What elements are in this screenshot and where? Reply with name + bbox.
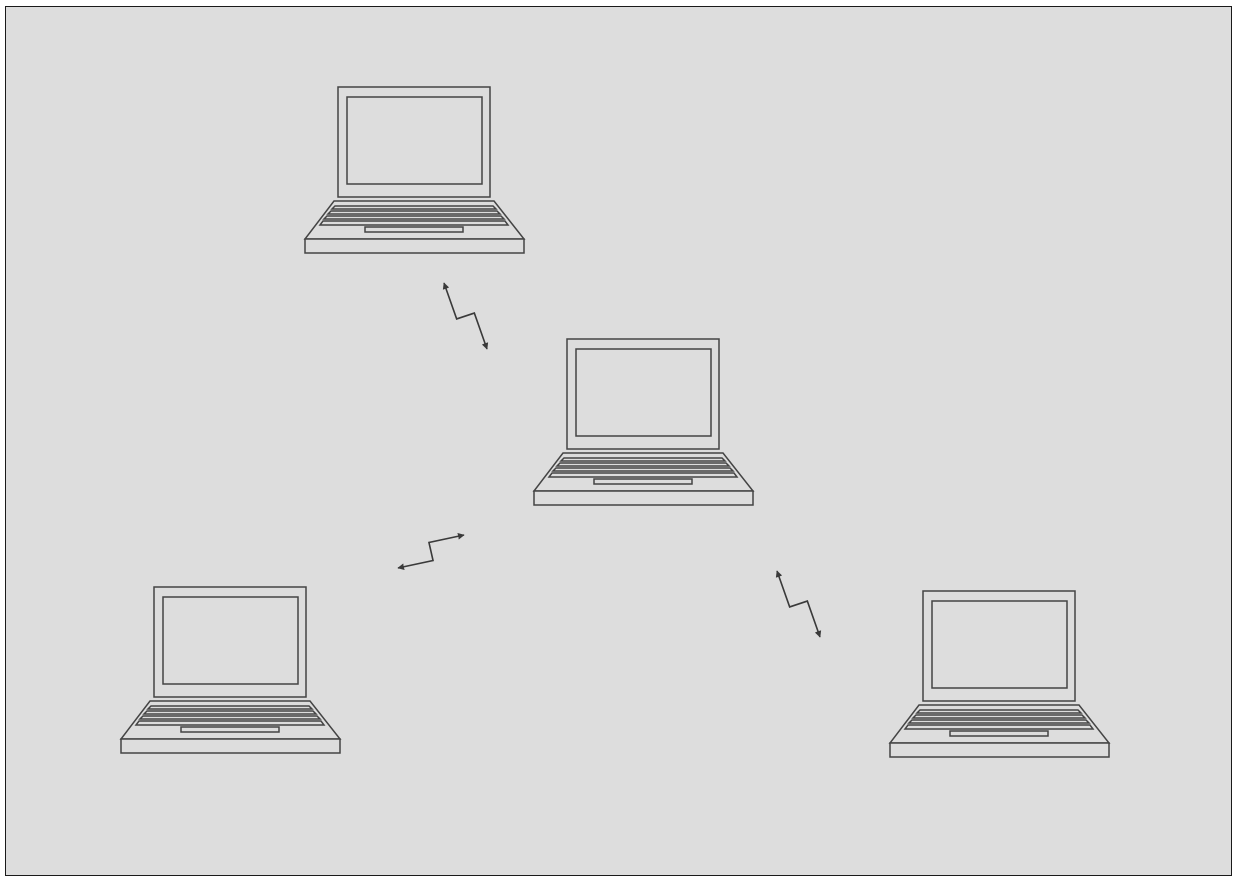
keyboard-row	[559, 457, 727, 462]
keyboard-row	[907, 719, 1091, 724]
keyboard-row	[547, 472, 739, 478]
laptop-bottom-right	[888, 590, 1111, 758]
laptop-trackpad	[593, 478, 693, 485]
laptop-base	[304, 238, 525, 254]
network-diagram	[5, 6, 1232, 876]
keyboard-row	[903, 724, 1095, 730]
laptop-bottom-left	[119, 586, 342, 754]
link-top-center	[442, 282, 489, 350]
link-bottom-left-center	[397, 532, 465, 571]
laptop-screen	[931, 600, 1068, 689]
keyboard-row	[138, 715, 322, 720]
keyboard-row	[326, 210, 502, 215]
network-diagram-canvas	[119, 86, 1111, 758]
laptop-screen	[162, 596, 299, 685]
keyboard-row	[142, 710, 318, 715]
laptop-center	[532, 338, 755, 506]
keyboard-row	[134, 720, 326, 726]
keyboard-row	[318, 220, 510, 226]
laptop-screen	[575, 348, 712, 437]
link-center-bottom-right	[775, 570, 822, 638]
laptop-base	[120, 738, 341, 754]
keyboard-row	[330, 205, 498, 210]
laptop-trackpad	[949, 730, 1049, 737]
laptop-trackpad	[364, 226, 464, 233]
laptop-base	[533, 490, 754, 506]
keyboard-row	[551, 467, 735, 472]
keyboard-row	[911, 714, 1087, 719]
laptop-screen	[346, 96, 483, 185]
keyboard-row	[146, 705, 314, 710]
laptop-trackpad	[180, 726, 280, 733]
keyboard-row	[555, 462, 731, 467]
keyboard-row	[322, 215, 506, 220]
keyboard-row	[915, 709, 1083, 714]
laptop-top	[303, 86, 526, 254]
laptop-base	[889, 742, 1110, 758]
